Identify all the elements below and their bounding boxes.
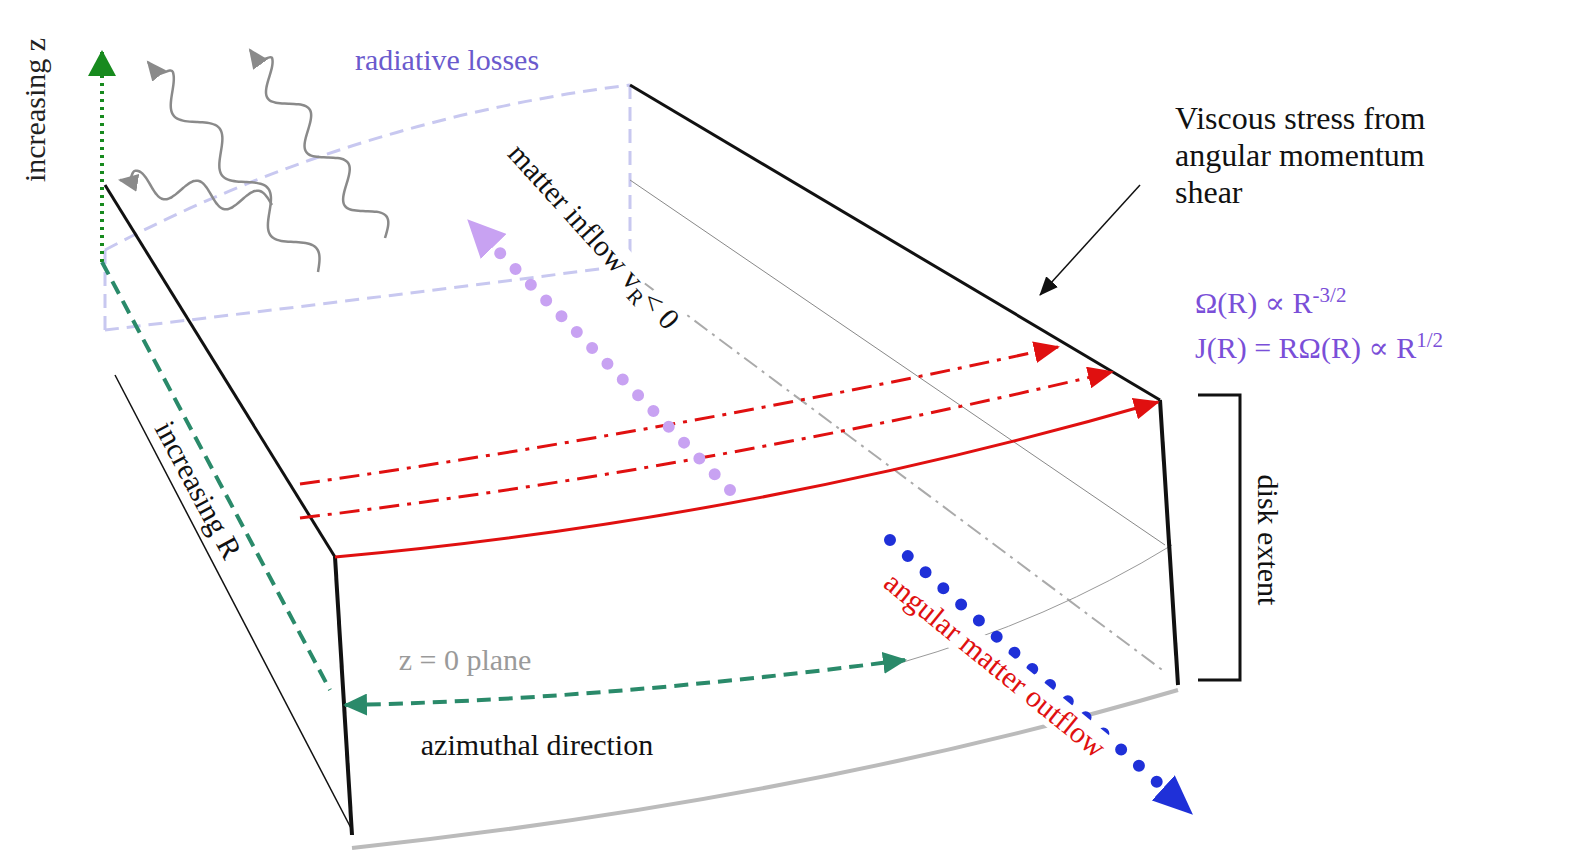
label-group: Viscous stress from angular momentum she… [1175,100,1475,210]
shear-flow [335,402,1158,557]
radiation-wave [148,62,320,272]
label-text: angular matter outflow [878,565,1112,764]
label-text: radiative losses [355,43,539,76]
label-group: radiative losses [355,43,539,78]
leader-line [1040,185,1140,295]
label-text: -3/2 [1313,283,1347,307]
edge-line [630,85,1160,400]
label-group: matter inflow vR< 0 [497,137,686,340]
edge-line [335,557,352,835]
label-text: Viscous stress from angular momentum she… [1175,100,1426,210]
radiation-wave [120,171,272,210]
outflow-arrow [890,540,1190,812]
guide-line [630,180,1165,545]
r-axis [102,262,330,690]
extent-bracket [1198,395,1240,680]
label-group: increasing R [147,415,248,564]
label-group: z = 0 plane [399,643,532,678]
label-group: angular matter outflow [877,565,1112,765]
label-group: Ω(R) ∝ R-3/2 [1195,283,1346,321]
label-text: increasing z [18,38,51,182]
label-group: disk extent [1251,475,1286,606]
shear-flow [300,372,1112,518]
shear-flow [300,347,1058,484]
axis-line [620,265,1165,672]
edge-line [115,375,352,830]
label-text: J(R) = RΩ(R) ∝ R [1195,331,1416,364]
label-group: increasing z [18,38,53,182]
label-text: 1/2 [1416,328,1443,352]
radiation-waves [120,50,388,272]
edge-line [1160,400,1178,685]
radiation-wave [250,50,388,238]
label-text: z = 0 plane [399,643,532,676]
label-text: disk extent [1252,475,1285,606]
label-text: azimuthal direction [421,728,653,761]
label-group: J(R) = RΩ(R) ∝ R1/2 [1195,328,1443,366]
label-text: Ω(R) ∝ R [1195,286,1313,319]
label-group: azimuthal direction [421,728,653,763]
z-axis [100,52,104,262]
label-text: increasing R [149,415,249,564]
